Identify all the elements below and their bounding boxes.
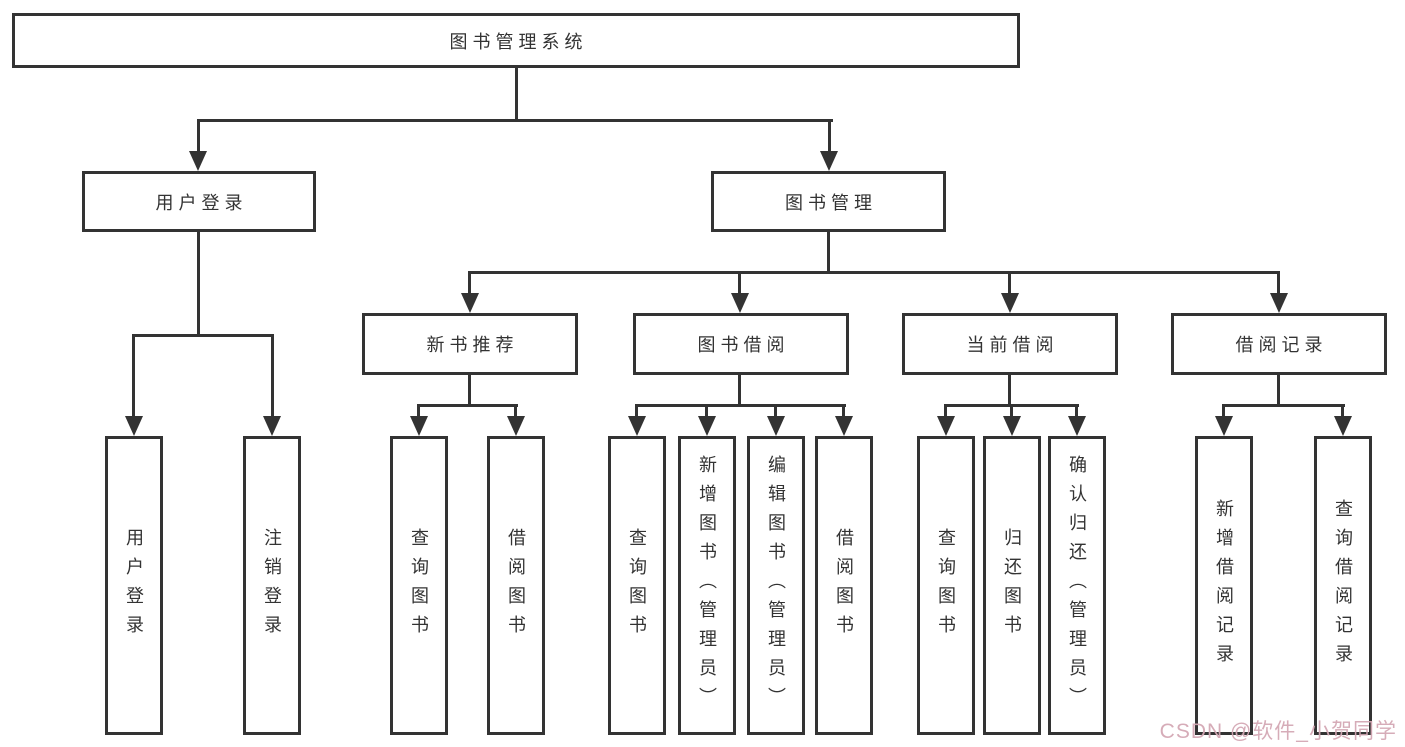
arrow-down-head xyxy=(1270,293,1288,313)
leaf-label: 借阅图书 xyxy=(834,527,854,644)
connector xyxy=(738,373,741,406)
arrow-down-head xyxy=(731,293,749,313)
connector xyxy=(1277,373,1280,406)
leaf-label: 用户登录 xyxy=(124,527,144,644)
leaf-newbook-query: 查询图书 xyxy=(390,436,448,735)
connector xyxy=(197,119,200,153)
leaf-label: 借阅图书 xyxy=(506,527,526,644)
node-label: 当前借阅 xyxy=(966,335,1059,355)
connector xyxy=(827,230,830,273)
connector xyxy=(842,404,845,418)
node-label: 用户登录 xyxy=(155,192,248,213)
connector xyxy=(774,404,777,418)
leaf-label: 查询图书 xyxy=(627,527,647,644)
node-label: 新书推荐 xyxy=(426,335,519,355)
connector xyxy=(417,404,420,418)
leaf-label: 编辑图书（管理员） xyxy=(766,455,786,716)
arrow-down-head xyxy=(189,151,207,171)
node-root-label: 图书管理系统 xyxy=(449,31,588,52)
connector xyxy=(468,271,471,295)
node-current-borrow: 当前借阅 xyxy=(902,313,1118,375)
node-book-management-branch: 图书管理 xyxy=(711,171,946,232)
connector xyxy=(197,119,833,122)
connector xyxy=(468,271,1280,274)
connector xyxy=(705,404,708,418)
arrow-down-head xyxy=(410,416,428,436)
connector xyxy=(738,271,741,295)
connector xyxy=(197,230,200,337)
csdn-watermark: CSDN @软件_小贺同学 xyxy=(1159,720,1397,743)
connector xyxy=(828,119,831,153)
arrow-down-head xyxy=(767,416,785,436)
connector xyxy=(944,404,947,418)
connector xyxy=(1277,271,1280,295)
connector xyxy=(635,404,638,418)
connector xyxy=(1075,404,1078,418)
leaf-label: 查询借阅记录 xyxy=(1333,498,1353,673)
arrow-down-head xyxy=(698,416,716,436)
node-label: 图书借阅 xyxy=(697,335,790,355)
leaf-newbook-borrow: 借阅图书 xyxy=(487,436,545,735)
arrow-down-head xyxy=(1334,416,1352,436)
node-borrow-records: 借阅记录 xyxy=(1171,313,1387,375)
leaf-record-query: 查询借阅记录 xyxy=(1314,436,1372,735)
arrow-down-head xyxy=(628,416,646,436)
node-new-book-recommend: 新书推荐 xyxy=(362,313,578,375)
arrow-down-head xyxy=(1068,416,1086,436)
connector xyxy=(1222,404,1225,418)
leaf-logout: 注销登录 xyxy=(243,436,301,735)
leaf-label: 新增图书（管理员） xyxy=(697,455,717,716)
connector xyxy=(1008,271,1011,295)
leaf-current-confirm-admin: 确认归还（管理员） xyxy=(1048,436,1106,735)
connector xyxy=(1008,373,1011,406)
arrow-down-head xyxy=(820,151,838,171)
leaf-borrow-query: 查询图书 xyxy=(608,436,666,735)
leaf-borrow-edit-admin: 编辑图书（管理员） xyxy=(747,436,805,735)
leaf-record-add: 新增借阅记录 xyxy=(1195,436,1253,735)
connector xyxy=(468,373,471,406)
arrow-down-head xyxy=(937,416,955,436)
node-label: 借阅记录 xyxy=(1235,335,1328,355)
arrow-down-head xyxy=(1215,416,1233,436)
leaf-user-login: 用户登录 xyxy=(105,436,163,735)
connector xyxy=(132,334,274,337)
connector xyxy=(1010,404,1013,418)
arrow-down-head xyxy=(835,416,853,436)
leaf-label: 确认归还（管理员） xyxy=(1067,455,1087,716)
leaf-label: 注销登录 xyxy=(262,527,282,644)
arrow-down-head xyxy=(1001,293,1019,313)
arrow-down-head xyxy=(263,416,281,436)
leaf-label: 新增借阅记录 xyxy=(1214,498,1234,673)
node-user-login-branch: 用户登录 xyxy=(82,171,316,232)
leaf-borrow-borrow: 借阅图书 xyxy=(815,436,873,735)
arrow-down-head xyxy=(507,416,525,436)
arrow-down-head xyxy=(125,416,143,436)
leaf-current-query: 查询图书 xyxy=(917,436,975,735)
leaf-label: 归还图书 xyxy=(1002,527,1022,644)
leaf-current-return: 归还图书 xyxy=(983,436,1041,735)
arrow-down-head xyxy=(461,293,479,313)
node-book-borrow: 图书借阅 xyxy=(633,313,849,375)
connector xyxy=(515,68,518,121)
connector xyxy=(514,404,517,418)
node-label: 图书管理 xyxy=(785,192,877,213)
leaf-borrow-add-admin: 新增图书（管理员） xyxy=(678,436,736,735)
node-root-system: 图书管理系统 xyxy=(12,13,1020,68)
connector xyxy=(132,334,135,418)
connector xyxy=(635,404,846,407)
leaf-label: 查询图书 xyxy=(409,527,429,644)
connector xyxy=(417,404,518,407)
connector xyxy=(271,334,274,418)
arrow-down-head xyxy=(1003,416,1021,436)
leaf-label: 查询图书 xyxy=(936,527,956,644)
connector xyxy=(1341,404,1344,418)
connector xyxy=(1222,404,1345,407)
